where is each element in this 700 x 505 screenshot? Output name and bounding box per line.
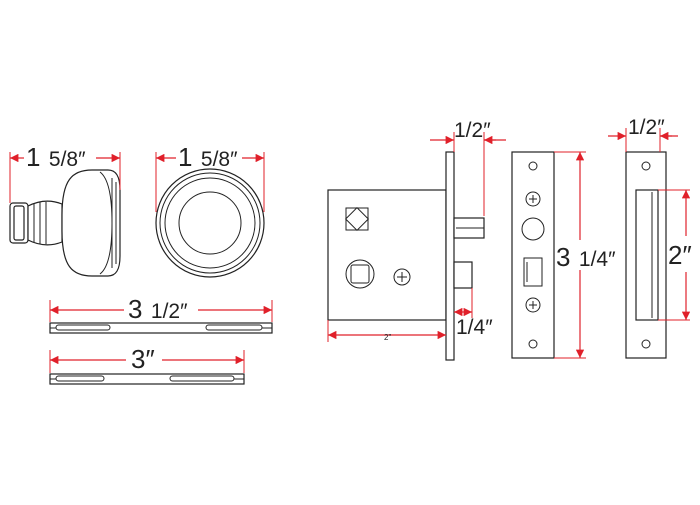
strike-lip-height-label: 2″ (668, 240, 692, 270)
spindle-short-label: 3″ (131, 344, 155, 374)
spindle-short (49, 373, 245, 385)
knob-side-width-label: 1 5/8″ (26, 142, 86, 172)
knob-side-view (9, 169, 121, 277)
knob-side-width-dimension: 1 5/8″ (9, 142, 121, 203)
spindle-long (49, 322, 273, 334)
latch-cam-offset-dimension: 1/4″ (454, 288, 493, 339)
strike-width-dimension: 1/2″ (608, 116, 678, 152)
diamond-spindle-hole-icon (344, 206, 370, 232)
latch-backset-label: 2" (384, 333, 391, 342)
spindle-short-dimension: 3″ (49, 344, 245, 374)
deadbolt-slot (523, 257, 543, 287)
knob-front-view (155, 168, 265, 278)
latch-bolt-projection-dimension: 1/2″ (430, 119, 506, 216)
square-spindle-hole-icon (345, 259, 375, 289)
latch-bolt-hole (521, 217, 545, 241)
knob-front-diameter-label: 1 5/8″ (178, 142, 238, 172)
spindle-long-label: 3 1/2″ (128, 294, 188, 324)
spindle-long-dimension: 3 1/2″ (49, 294, 273, 324)
knob-front-diameter-dimension: 1 5/8″ (155, 142, 265, 212)
faceplate-height-dimension: 3 1/4″ (554, 151, 616, 359)
strike-plate (625, 151, 667, 359)
latch-bolt-projection-label: 1/2″ (454, 119, 491, 142)
phillips-screw-icon (393, 268, 411, 286)
latch-backset-dimension: 2" (327, 320, 446, 342)
faceplate (511, 151, 555, 359)
strike-lip-height-dimension: 2″ (658, 189, 692, 321)
faceplate-bottom-screw-icon (525, 297, 541, 313)
latch-body (327, 151, 485, 361)
strike-width-label: 1/2″ (628, 116, 665, 139)
faceplate-height-label: 3 1/4″ (556, 242, 616, 272)
latch-cam-offset-label: 1/4″ (456, 316, 493, 339)
faceplate-top-screw-icon (525, 191, 541, 207)
